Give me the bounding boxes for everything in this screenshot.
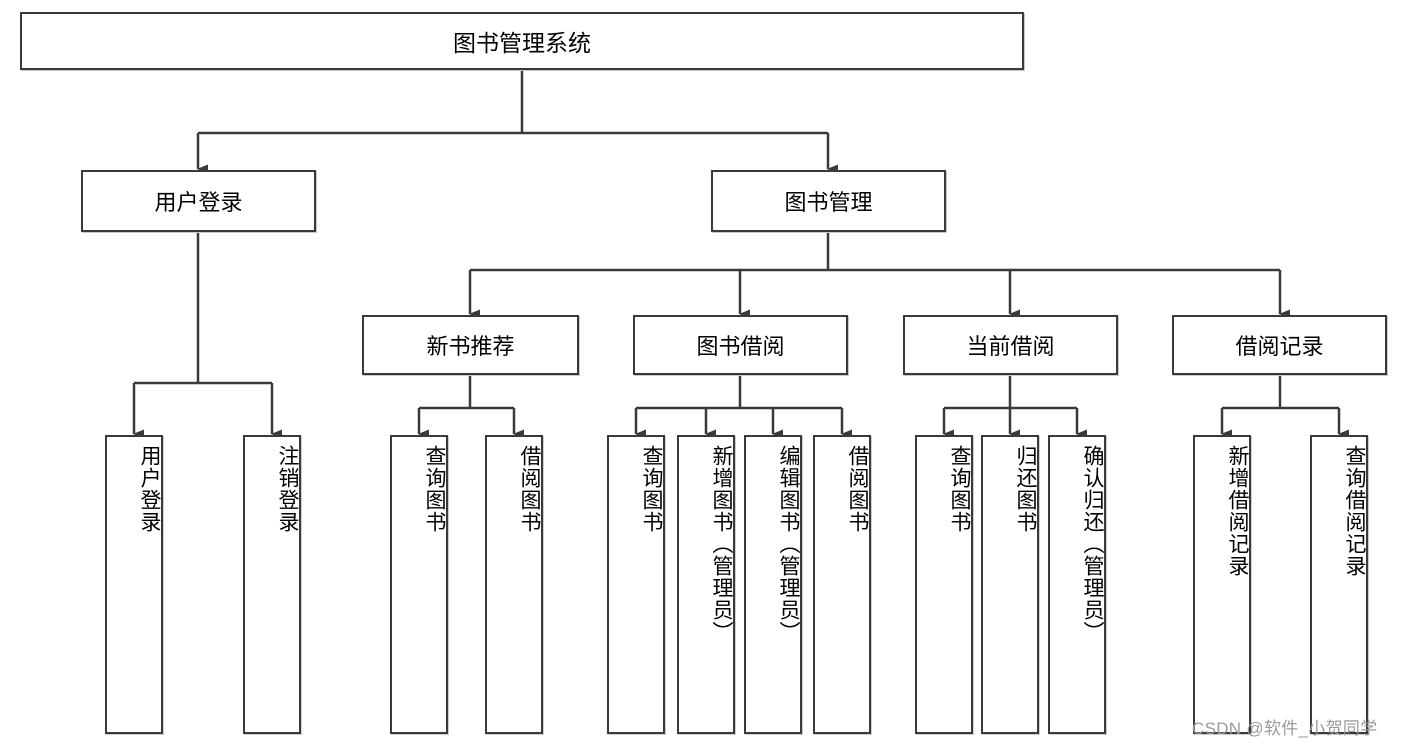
node-leaf-4[interactable]: 借阅图书 bbox=[485, 435, 543, 734]
node-leaf-2[interactable]: 注销登录 bbox=[243, 435, 301, 734]
node-leaf-11[interactable]: 确认归还（管理员） bbox=[1048, 435, 1106, 734]
node-level3-2[interactable]: 图书借阅 bbox=[633, 315, 848, 375]
node-leaf-9-label: 查询图书 bbox=[948, 445, 971, 533]
node-root-label: 图书管理系统 bbox=[453, 30, 591, 56]
node-leaf-6-label: 新增图书（管理员） bbox=[710, 445, 733, 643]
node-level3-3[interactable]: 当前借阅 bbox=[903, 315, 1118, 375]
watermark: CSDN @软件_小贺同学 bbox=[1192, 719, 1378, 738]
node-level3-3-label: 当前借阅 bbox=[966, 334, 1055, 359]
node-leaf-2-label: 注销登录 bbox=[276, 445, 299, 533]
node-leaf-8-label: 借阅图书 bbox=[846, 445, 869, 533]
node-leaf-3[interactable]: 查询图书 bbox=[390, 435, 448, 734]
node-level3-1-label: 新书推荐 bbox=[426, 334, 515, 359]
node-level2-2-label: 图书管理 bbox=[784, 190, 873, 215]
node-leaf-11-label: 确认归还（管理员） bbox=[1081, 445, 1104, 643]
node-root[interactable]: 图书管理系统 bbox=[20, 12, 1024, 70]
node-leaf-13-label: 查询借阅记录 bbox=[1343, 445, 1366, 577]
node-level3-4-label: 借阅记录 bbox=[1235, 334, 1324, 359]
node-leaf-8[interactable]: 借阅图书 bbox=[813, 435, 871, 734]
node-leaf-5-label: 查询图书 bbox=[640, 445, 663, 533]
node-leaf-10[interactable]: 归还图书 bbox=[981, 435, 1039, 734]
node-leaf-1-label: 用户登录 bbox=[138, 445, 161, 533]
node-leaf-7[interactable]: 编辑图书（管理员） bbox=[744, 435, 802, 734]
node-level2-1-label: 用户登录 bbox=[154, 190, 243, 215]
node-level3-4[interactable]: 借阅记录 bbox=[1172, 315, 1387, 375]
node-leaf-4-label: 借阅图书 bbox=[518, 445, 541, 533]
node-leaf-13[interactable]: 查询借阅记录 bbox=[1310, 435, 1368, 734]
node-leaf-1[interactable]: 用户登录 bbox=[105, 435, 163, 734]
node-leaf-6[interactable]: 新增图书（管理员） bbox=[677, 435, 735, 734]
node-leaf-12-label: 新增借阅记录 bbox=[1226, 445, 1249, 577]
node-leaf-7-label: 编辑图书（管理员） bbox=[777, 445, 800, 643]
node-leaf-3-label: 查询图书 bbox=[423, 445, 446, 533]
node-leaf-12[interactable]: 新增借阅记录 bbox=[1193, 435, 1251, 734]
node-leaf-5[interactable]: 查询图书 bbox=[607, 435, 665, 734]
node-leaf-9[interactable]: 查询图书 bbox=[915, 435, 973, 734]
node-level3-1[interactable]: 新书推荐 bbox=[362, 315, 579, 375]
node-level3-2-label: 图书借阅 bbox=[696, 334, 785, 359]
node-level2-1[interactable]: 用户登录 bbox=[81, 170, 316, 232]
node-level2-2[interactable]: 图书管理 bbox=[711, 170, 946, 232]
node-leaf-10-label: 归还图书 bbox=[1014, 445, 1037, 533]
